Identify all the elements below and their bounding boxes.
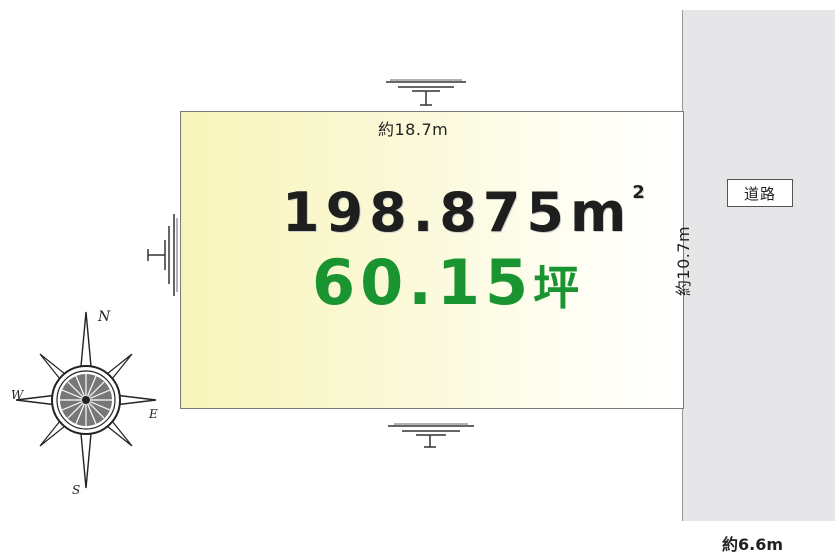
area-tsubo: 60.15坪 — [312, 252, 579, 314]
area-m2-value: 198.875 — [282, 181, 570, 244]
compass-rose: N S W E — [11, 309, 158, 497]
compass-east-label: E — [148, 407, 158, 421]
area-tsubo-unit: 坪 — [533, 261, 580, 315]
compass-west-label: W — [11, 388, 25, 402]
dimension-top: 約18.7m — [378, 120, 449, 139]
area-square-meters: 198.875m2 — [282, 184, 645, 240]
boundary-mark-top — [386, 79, 466, 106]
area-tsubo-value: 60.15 — [312, 246, 534, 319]
dimension-right: 約10.7m — [674, 225, 693, 297]
dimension-road-width: 約6.6m — [722, 535, 784, 554]
area-m2-unit: m — [569, 181, 633, 244]
boundary-mark-left — [147, 214, 178, 296]
road-area — [682, 10, 835, 521]
area-m2-superscript: 2 — [632, 182, 645, 203]
road-label: 道路 — [727, 179, 793, 207]
compass-north-label: N — [97, 309, 111, 325]
compass-south-label: S — [72, 483, 80, 497]
lot-outline — [180, 111, 684, 409]
compass-star-icon — [15, 311, 157, 489]
boundary-mark-bottom — [388, 423, 474, 448]
